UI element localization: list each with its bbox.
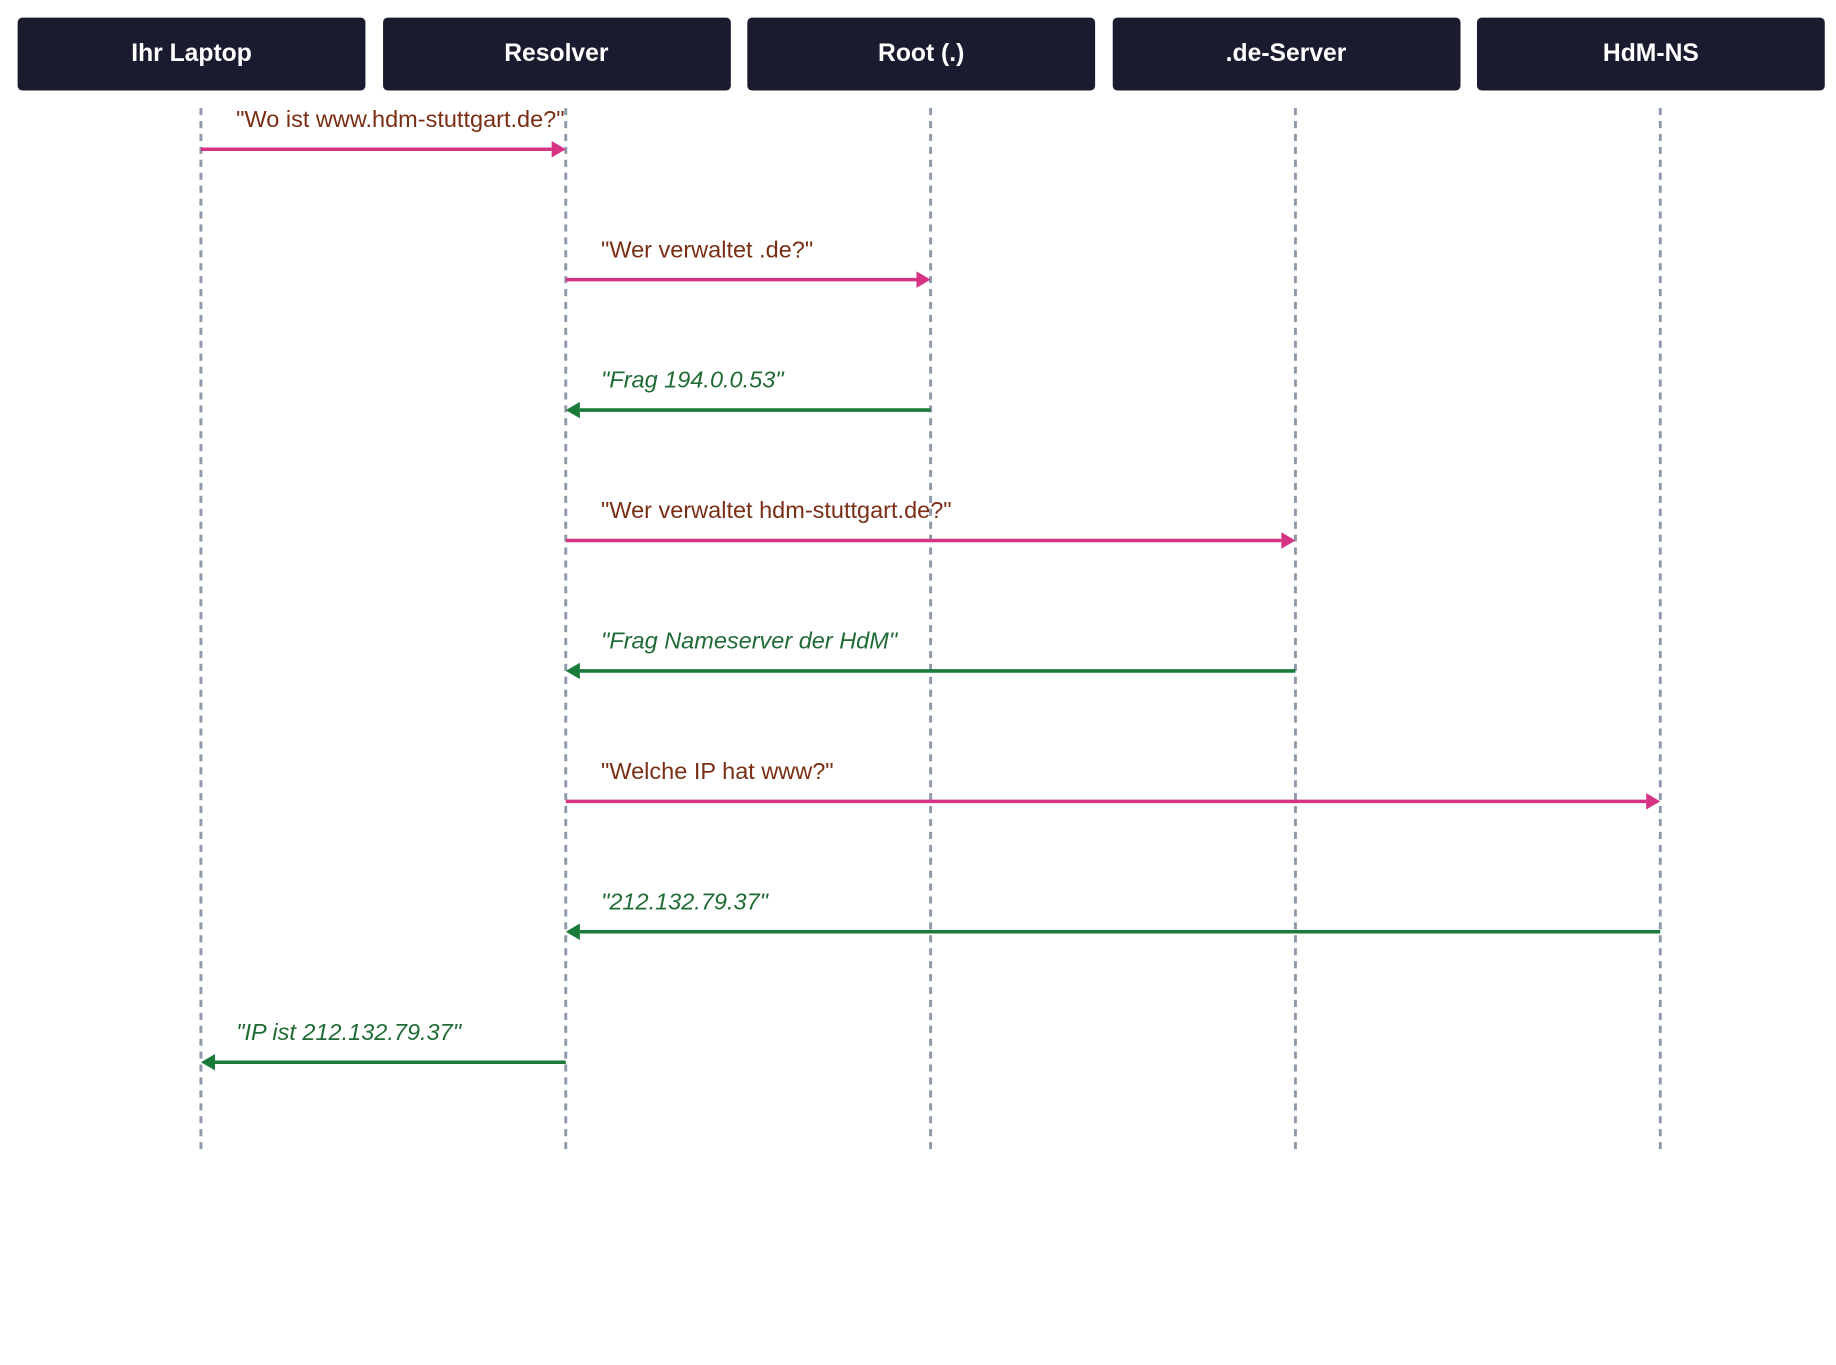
arrowhead-8	[200, 1053, 216, 1071]
actor-root: Root (.)	[747, 17, 1096, 91]
sequence-lines	[199, 108, 1662, 1150]
message-label-1: "Wo ist www.hdm-stuttgart.de?"	[236, 106, 565, 133]
arrowhead-1	[551, 141, 566, 158]
arrowhead-4	[1281, 532, 1296, 549]
message-label-8: "IP ist 212.132.79.37"	[236, 1019, 462, 1046]
arrowhead-3	[565, 401, 580, 419]
actor-laptop: Ihr Laptop	[17, 17, 366, 91]
actor-hdm: HdM-NS	[1476, 17, 1825, 91]
actor-resolver: Resolver	[382, 17, 731, 91]
message-label-3: "Frag 194.0.0.53"	[601, 367, 784, 394]
actor-de: .de-Server	[1112, 17, 1460, 91]
message-label-5: "Frag Nameserver der HdM"	[601, 628, 898, 655]
arrowhead-2	[916, 271, 931, 288]
message-label-2: "Wer verwaltet .de?"	[601, 237, 814, 264]
message-label-4: "Wer verwaltet hdm-stuttgart.de?"	[601, 498, 952, 525]
arrowhead-7	[565, 923, 580, 940]
message-label-6: "Welche IP hat www?"	[601, 759, 834, 785]
arrowhead-6	[1646, 793, 1661, 810]
message-label-7: "212.132.79.37"	[601, 889, 768, 916]
arrowhead-5	[565, 662, 580, 680]
